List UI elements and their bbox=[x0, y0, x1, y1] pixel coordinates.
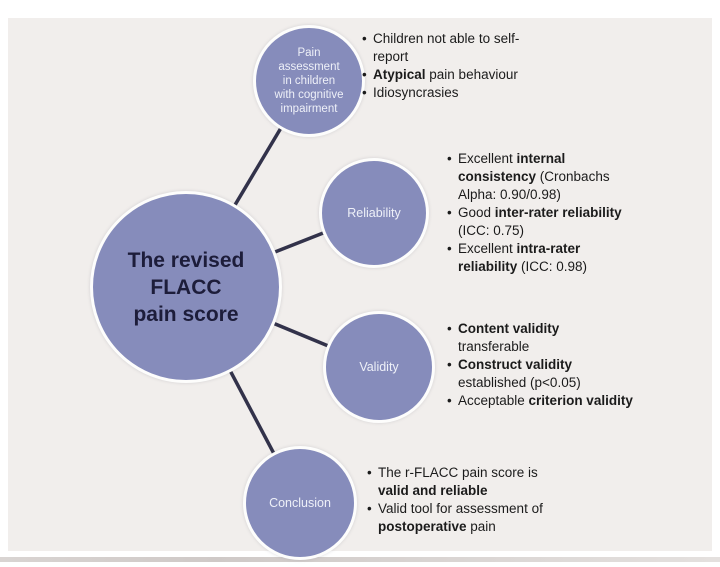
bullet-item: •Atypical pain behaviour bbox=[362, 67, 518, 82]
bottom-border-band bbox=[0, 557, 720, 562]
node-reliability: Reliability bbox=[319, 158, 429, 268]
bullet-item: •Idiosyncrasies bbox=[362, 85, 459, 100]
bullet-item: •Good inter-rater reliability(ICC: 0.75) bbox=[447, 205, 622, 238]
node-validity-label: Validity bbox=[359, 360, 399, 374]
bullet-item: •Children not able to self-report bbox=[362, 31, 520, 64]
node-validity: Validity bbox=[323, 311, 435, 423]
node-conclusion-label: Conclusion bbox=[269, 496, 331, 510]
bullet-list-pain-assessment: •Children not able to self-report •Atypic… bbox=[362, 30, 519, 102]
node-reliability-label: Reliability bbox=[347, 206, 401, 220]
node-conclusion: Conclusion bbox=[243, 446, 357, 560]
bullet-item: •Acceptable criterion validity bbox=[447, 393, 633, 408]
